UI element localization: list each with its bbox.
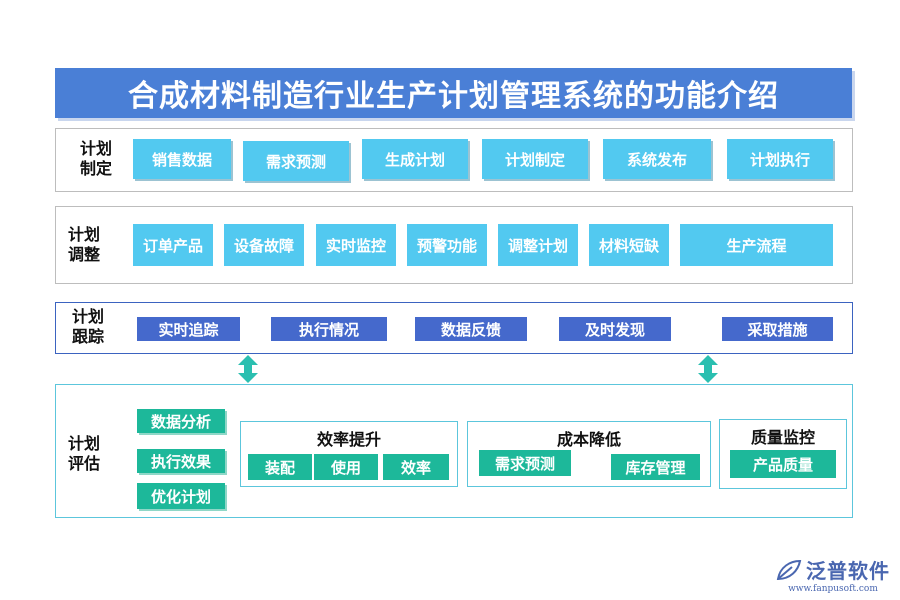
label-line-2: 制定	[79, 159, 112, 178]
item-execution-effect: 执行效果	[137, 449, 225, 473]
item-take-measures: 采取措施	[722, 317, 833, 341]
item-order-product: 订单产品	[133, 224, 213, 266]
group-efficiency: 效率提升 装配 使用 效率	[240, 421, 458, 487]
item-plan-execute: 计划执行	[727, 139, 833, 179]
section-label: 计划 评估	[64, 434, 104, 474]
label-line-1: 计划	[79, 139, 112, 158]
item-optimize-plan: 优化计划	[137, 483, 225, 509]
group-title: 效率提升	[316, 430, 381, 449]
section-label: 计划 跟踪	[68, 307, 108, 347]
item-material-shortage: 材料短缺	[589, 224, 669, 266]
item-system-publish: 系统发布	[603, 139, 711, 179]
title-banner: 合成材料制造行业生产计划管理系统的功能介绍	[55, 68, 852, 118]
page-title: 合成材料制造行业生产计划管理系统的功能介绍	[128, 79, 779, 114]
item-product-quality: 产品质量	[730, 450, 836, 478]
group-quality-monitor: 质量监控 产品质量	[719, 419, 847, 489]
item-efficiency: 效率	[383, 454, 449, 480]
item-warning-function: 预警功能	[407, 224, 487, 266]
section-label: 计划 调整	[64, 225, 104, 265]
item-inventory-management: 库存管理	[611, 454, 700, 480]
section-label: 计划 制定	[76, 139, 116, 179]
item-timely-discover: 及时发现	[559, 317, 671, 341]
label-line-1: 计划	[67, 434, 100, 453]
item-production-flow: 生产流程	[680, 224, 833, 266]
section-plan-make: 计划 制定 销售数据 需求预测 生成计划 计划制定 系统发布 计划执行	[55, 128, 853, 192]
label-line-2: 跟踪	[71, 327, 104, 346]
section-plan-track: 计划 跟踪 实时追踪 执行情况 数据反馈 及时发现 采取措施	[55, 302, 853, 354]
brand-leaf-icon	[776, 559, 802, 580]
double-arrow-icon	[698, 355, 718, 383]
double-arrow-icon	[238, 355, 258, 383]
brand-name: 泛普软件	[806, 559, 890, 583]
item-generate-plan: 生成计划	[362, 139, 468, 179]
item-demand-forecast: 需求预测	[243, 141, 349, 181]
item-assembly: 装配	[248, 454, 312, 480]
item-demand-forecast-2: 需求预测	[479, 450, 571, 476]
item-realtime-monitor: 实时监控	[316, 224, 396, 266]
item-data-feedback: 数据反馈	[415, 317, 527, 341]
item-sales-data: 销售数据	[133, 139, 231, 179]
label-line-2: 评估	[67, 454, 100, 473]
item-adjust-plan: 调整计划	[498, 224, 578, 266]
section-plan-eval: 计划 评估 数据分析 执行效果 优化计划 效率提升 装配 使用 效率 成本降低 …	[55, 384, 853, 518]
item-execution-status: 执行情况	[271, 317, 387, 341]
item-usage: 使用	[314, 454, 378, 480]
label-line-1: 计划	[67, 225, 100, 244]
item-data-analysis: 数据分析	[137, 409, 225, 433]
group-cost-reduction: 成本降低 需求预测 库存管理	[467, 421, 711, 487]
item-plan-formulate: 计划制定	[482, 139, 588, 179]
brand-url: www.fanpusoft.com	[788, 584, 878, 594]
label-line-1: 计划	[71, 307, 104, 326]
label-line-2: 调整	[67, 245, 100, 264]
item-equipment-fault: 设备故障	[224, 224, 304, 266]
item-realtime-track: 实时追踪	[137, 317, 240, 341]
group-title: 成本降低	[556, 430, 621, 449]
group-title: 质量监控	[750, 428, 815, 447]
brand-logo: 泛普软件 www.fanpusoft.com	[776, 555, 890, 594]
section-plan-adjust: 计划 调整 订单产品 设备故障 实时监控 预警功能 调整计划 材料短缺 生产流程	[55, 206, 853, 284]
